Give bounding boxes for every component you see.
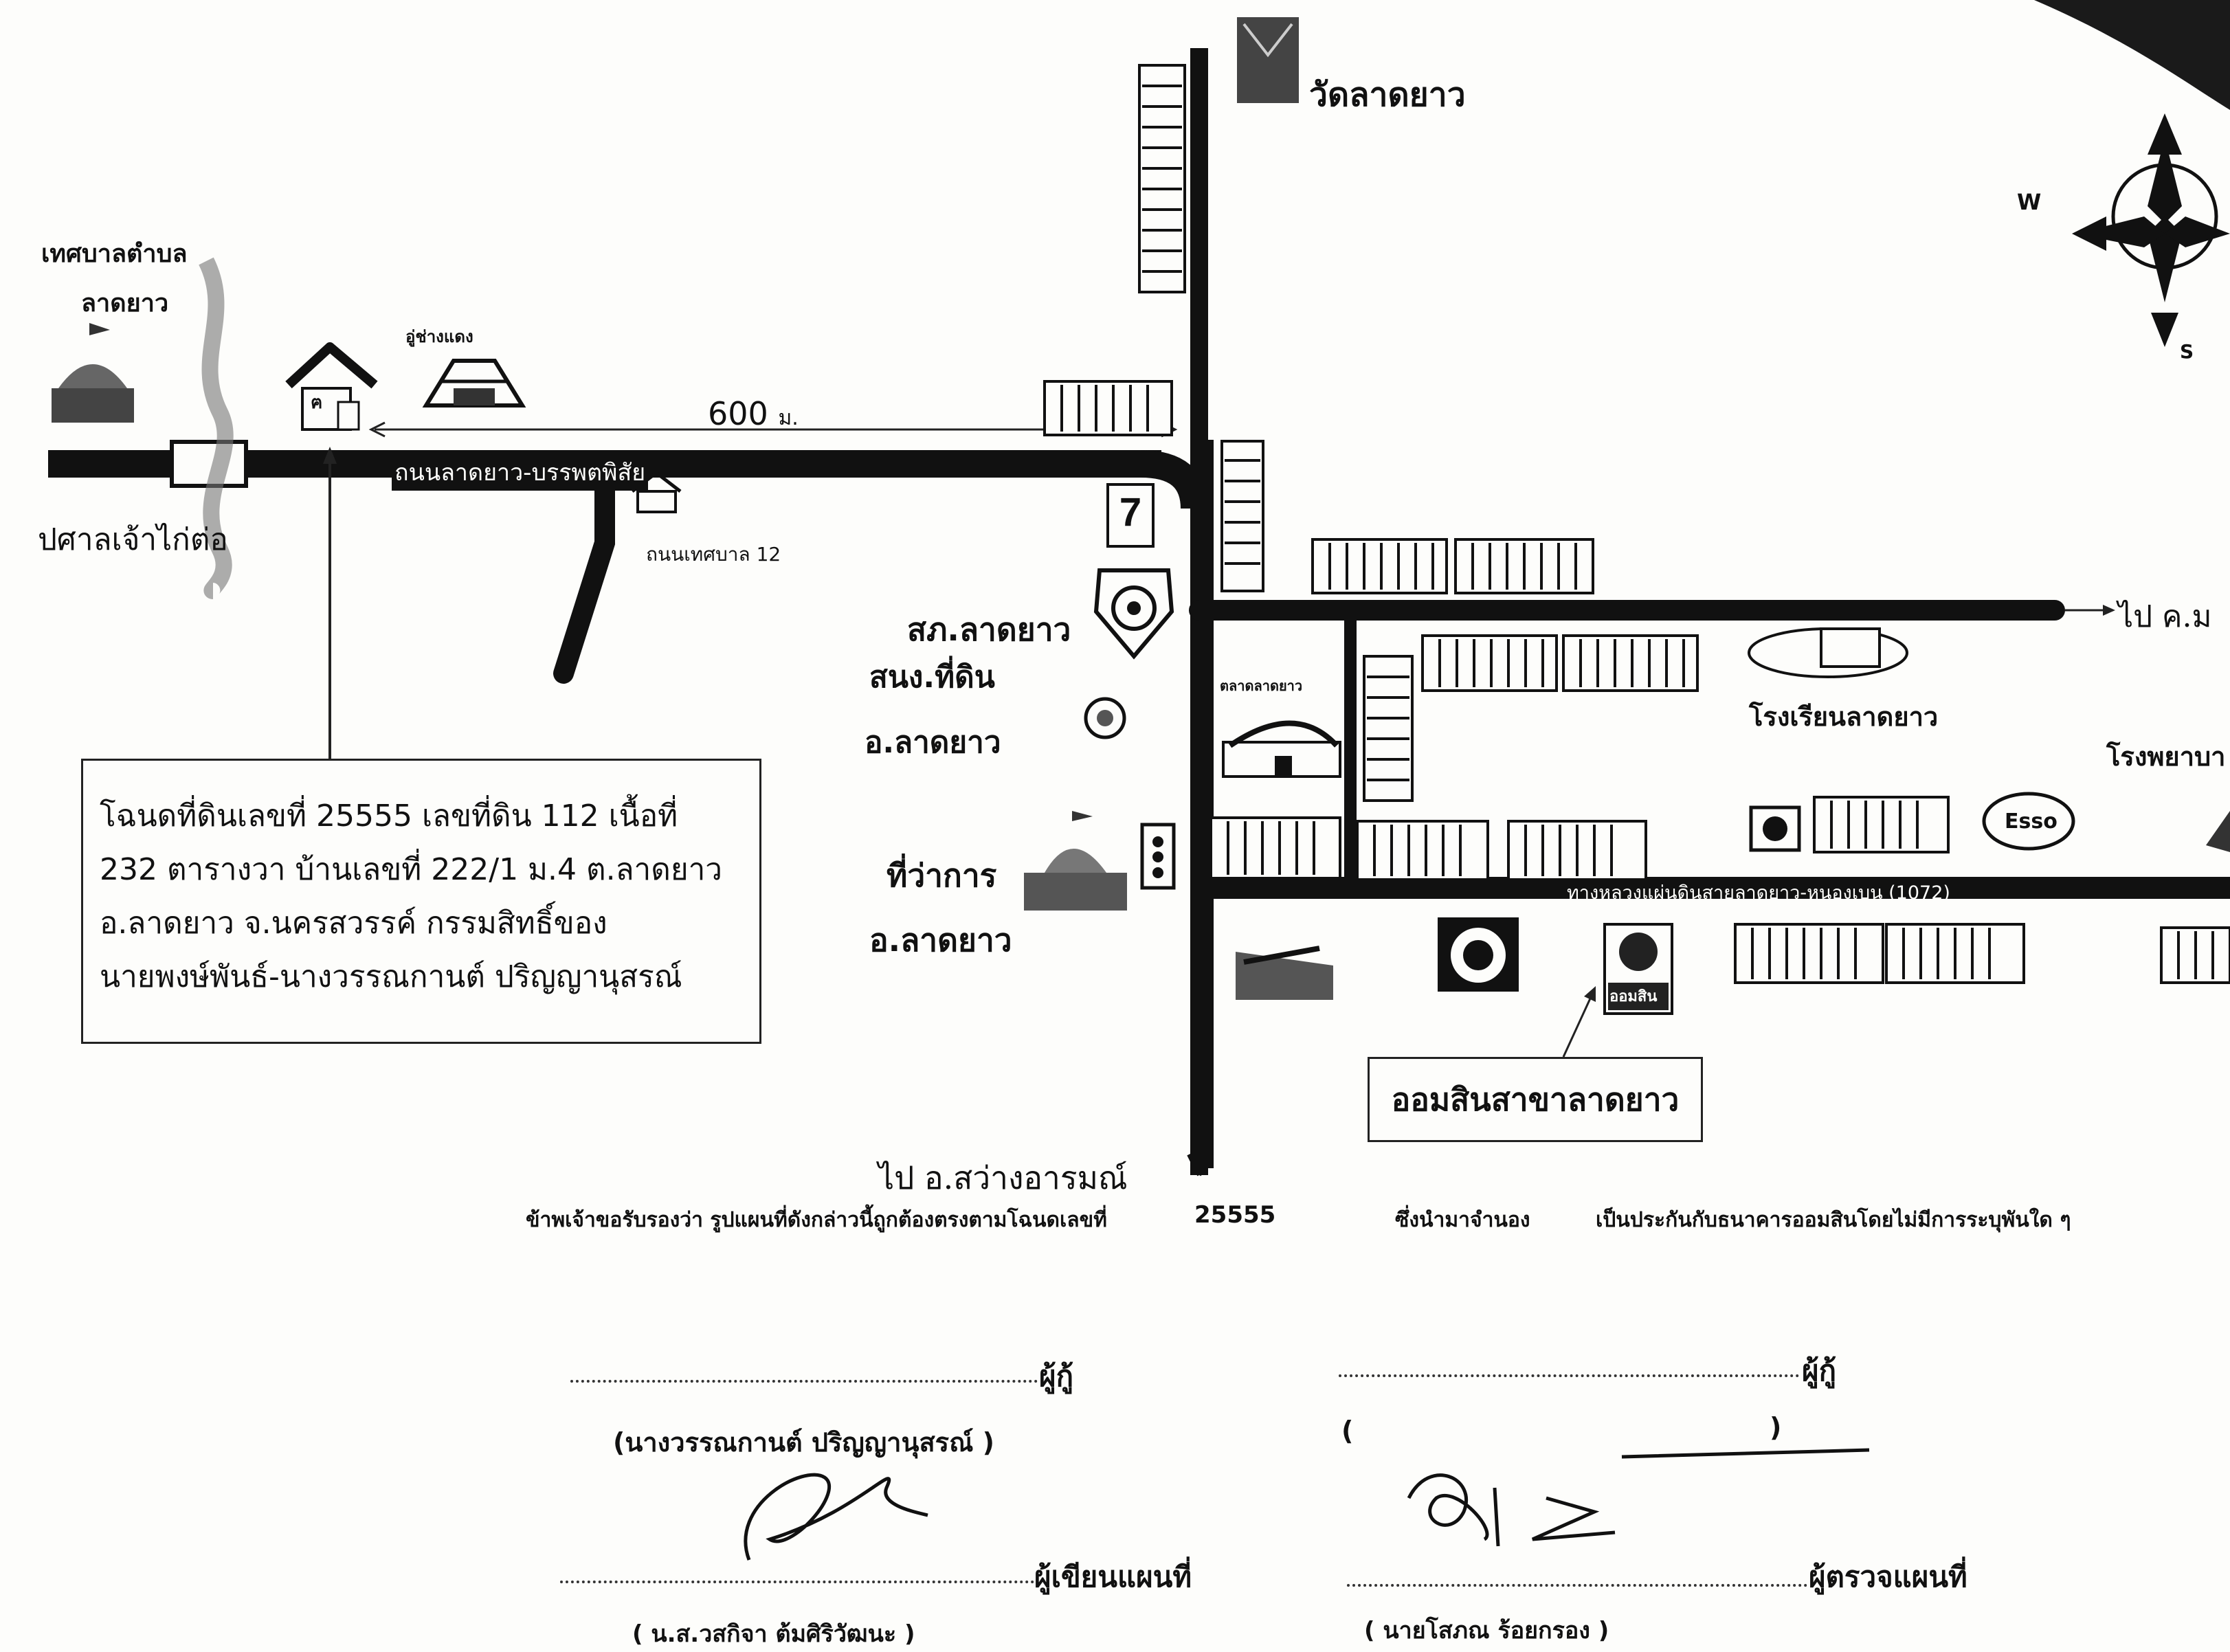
gas-station-icon bbox=[1749, 805, 1801, 852]
inspector-signature-line bbox=[1347, 1584, 1807, 1587]
garage-icon bbox=[422, 359, 526, 408]
signature-inspector bbox=[1407, 1448, 1870, 1547]
police-badge-icon bbox=[1093, 568, 1174, 660]
to-south-label: ไป อ.สว่างอารมณ์ bbox=[878, 1159, 1128, 1196]
scan-corner-shadow bbox=[2034, 0, 2230, 110]
inspector-name: ( นายโสภณ ร้อยกรอง ) bbox=[1364, 1617, 1609, 1644]
gsb-logo-label: ออมสิน bbox=[1609, 988, 1658, 1005]
land-office-seal-icon bbox=[1084, 697, 1126, 739]
temple-label: วัดลาดยาว bbox=[1309, 76, 1466, 114]
borrower-name-left: (นางวรรณกานต์ ปริญญานุสรณ์ ) bbox=[613, 1427, 994, 1458]
market-building-icon bbox=[1222, 720, 1341, 778]
shophouse-blocks bbox=[1043, 64, 2230, 984]
land-office-label-2: อ.ลาดยาว bbox=[865, 725, 1001, 760]
borrower-role-right: ผู้กู้ bbox=[1802, 1354, 1837, 1387]
borrower-signature-line-right bbox=[1339, 1374, 1799, 1377]
drafter-signature-line bbox=[560, 1581, 1034, 1583]
gsb-bank-logo-icon bbox=[1603, 923, 1673, 1015]
borrower-name-right-open: ( bbox=[1341, 1416, 1354, 1446]
bank-branch-box: ออมสินสาขาลาดยาว bbox=[1368, 1057, 1703, 1142]
river bbox=[199, 257, 234, 599]
statement-part2: ซึ่งนำมาจำนอง bbox=[1395, 1208, 1530, 1232]
deed-info-box: โฉนดที่ดินเลขที่ 25555 เลขที่ดิน 112 เนื… bbox=[81, 759, 761, 1044]
statement-part1: ข้าพเจ้าขอรับรองว่า รูปแผนที่ดังกล่าวนี้… bbox=[526, 1208, 1107, 1232]
statement-part3: เป็นประกันกับธนาคารออมสินโดยไม่มีการระบุ… bbox=[1596, 1208, 2071, 1232]
drafter-role: ผู้เขียนแผนที่ bbox=[1034, 1560, 1192, 1594]
compass-west-label: W bbox=[2017, 189, 2042, 215]
municipality-building-icon bbox=[52, 323, 134, 423]
municipality-label-2: ลาดยาว bbox=[81, 289, 169, 317]
traffic-light-icon bbox=[1140, 823, 1176, 890]
shrine-label: ปศาลเจ้าไก่ต่อ bbox=[38, 522, 228, 557]
esso-label: Esso bbox=[2005, 810, 2058, 834]
land-office-label-1: สนง.ที่ดิน bbox=[869, 660, 995, 695]
school-label: โรงเรียนลาดยาว bbox=[1749, 702, 1939, 732]
district-office-icon bbox=[1024, 811, 1127, 911]
compass-south-label: S bbox=[2180, 340, 2194, 363]
hospital-label: โรงพยาบา bbox=[2106, 741, 2226, 772]
inspector-role: ผู้ตรวจแผนที่ bbox=[1809, 1560, 1967, 1594]
distance-label: 600 ม. bbox=[708, 395, 799, 434]
deed-line-4: นายพงษ์พันธ์-นางวรรณกานต์ ปริญญานุสรณ์ bbox=[100, 959, 682, 994]
police-label: สภ.ลาดยาว bbox=[907, 611, 1071, 648]
drafter-name: ( น.ส.วสกิจา ต้มศิริวัฒนะ ) bbox=[632, 1620, 915, 1648]
hospital-icon bbox=[2206, 811, 2230, 852]
market-label: ตลาดลาดยาว bbox=[1220, 678, 1303, 694]
compass-rose-icon bbox=[2072, 113, 2230, 347]
municipality-label-1: เทศบาลตำบล bbox=[41, 240, 188, 268]
main-road-label: ถนนลาดยาว-บรรพตพิสัย bbox=[392, 454, 649, 491]
svg-text:7: 7 bbox=[1119, 490, 1141, 535]
school-icon bbox=[1748, 627, 1908, 678]
to-east-label: ไป ค.ม bbox=[2118, 599, 2212, 634]
garage-label: อู่ช่างแดง bbox=[405, 327, 473, 346]
borrower-signature-line-left bbox=[570, 1380, 1038, 1383]
temple-icon bbox=[1237, 17, 1299, 103]
muni-road-12 bbox=[553, 454, 615, 684]
house-mark-label: ฅ bbox=[311, 392, 323, 413]
borrower-name-right-close: ) bbox=[1770, 1412, 1782, 1442]
seven-eleven-icon: 7 bbox=[1106, 483, 1155, 548]
signature-drafter bbox=[744, 1473, 928, 1561]
bank-logo-kbank-icon bbox=[1438, 917, 1519, 992]
district-office-label-1: ที่ว่าการ bbox=[887, 857, 997, 894]
deed-line-3: อ.ลาดยาว จ.นครสวรรค์ กรรมสิทธิ์ของ bbox=[100, 906, 607, 941]
distance-value: 600 bbox=[708, 395, 768, 432]
esso-logo bbox=[1982, 792, 2075, 851]
distance-unit: ม. bbox=[778, 406, 799, 430]
highway-label: ทางหลวงแผ่นดินสายลาดยาว-หนองเบน (1072) bbox=[1567, 882, 1950, 904]
statement-deed-number: 25555 bbox=[1194, 1201, 1276, 1229]
house-icon bbox=[285, 342, 378, 389]
deed-line-2: 232 ตารางวา บ้านเลขที่ 222/1 ม.4 ต.ลาดยา… bbox=[100, 852, 723, 887]
bank-logo-ktb-icon bbox=[1236, 946, 1333, 1000]
borrower-role-left: ผู้กู้ bbox=[1039, 1359, 1074, 1393]
muni-road-label: ถนนเทศบาล 12 bbox=[646, 543, 781, 566]
district-office-label-2: อ.ลาดยาว bbox=[869, 922, 1012, 959]
deed-line-1: โฉนดที่ดินเลขที่ 25555 เลขที่ดิน 112 เนื… bbox=[100, 799, 678, 834]
